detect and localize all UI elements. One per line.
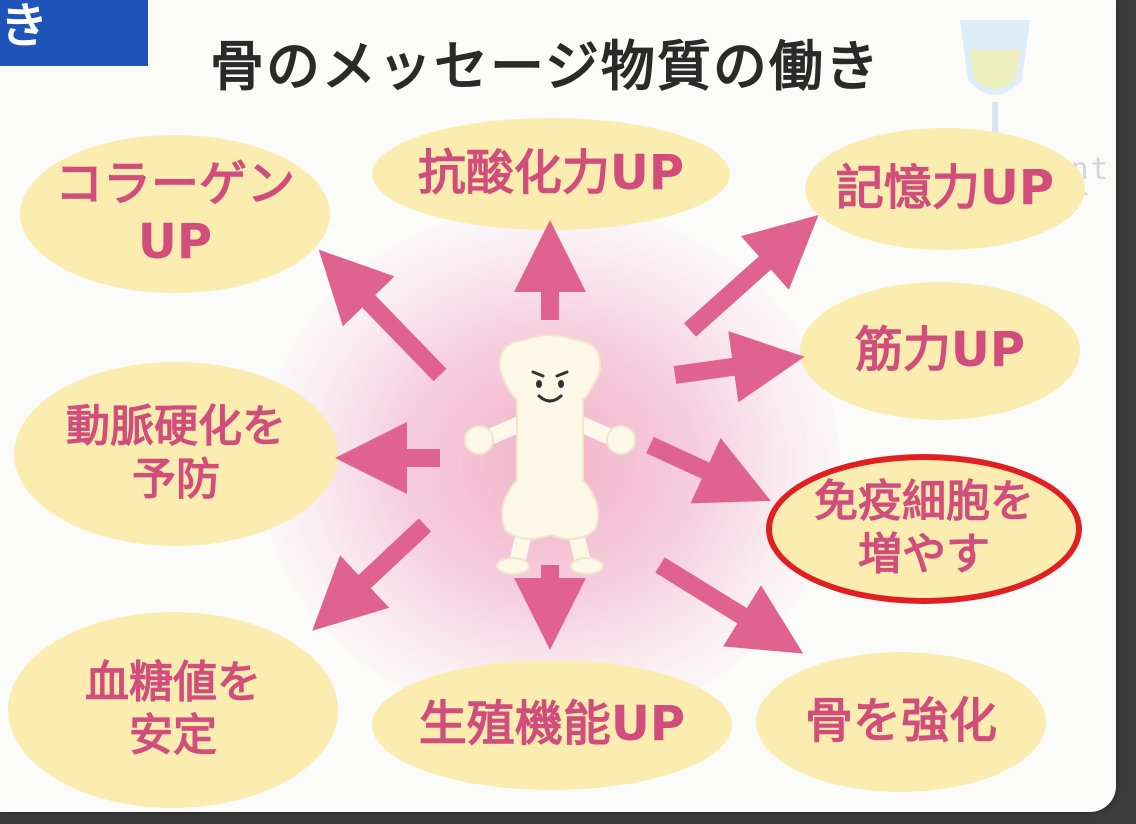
slide-title: 骨のメッセージ物質の働き <box>210 35 881 98</box>
bubble-muscle: 筋力UP <box>800 282 1080 420</box>
section-tab-text: き <box>0 0 49 54</box>
bubble-arteriosclerosis: 動脈硬化を 予防 <box>14 362 338 546</box>
bubble-antioxidant: 抗酸化力UP <box>372 118 730 230</box>
arrow-to-muscle <box>673 331 805 403</box>
arrow-to-bone <box>655 557 804 654</box>
bubble-collagen: コラーゲン UP <box>20 135 330 293</box>
bubble-reproductive-line1: 生殖機能UP <box>418 696 686 753</box>
highlight-ring <box>766 454 1082 604</box>
bubble-memory: 記憶力UP <box>805 128 1085 250</box>
bubble-bloodsugar: 血糖値を 安定 <box>8 612 338 808</box>
slide-panel: き 骨のメッセージ物質の働き supplement sommelier コラーゲ… <box>0 0 1116 812</box>
arrows-layer <box>312 214 819 654</box>
bubble-arteriosclerosis-line2: 予防 <box>132 454 220 505</box>
bubble-bloodsugar-line2: 安定 <box>129 710 217 761</box>
section-tab: き <box>0 0 148 66</box>
bubble-arteriosclerosis-line1: 動脈硬化を <box>66 401 286 453</box>
arrow-to-collagen <box>318 249 447 382</box>
bubble-antioxidant-line1: 抗酸化力UP <box>417 145 685 202</box>
bubble-reproductive: 生殖機能UP <box>372 660 732 790</box>
bubble-bloodsugar-line1: 血糖値を <box>85 657 261 709</box>
arrow-to-immune <box>646 436 771 504</box>
bone-mascot-icon <box>464 334 636 575</box>
bubble-collagen-line1: コラーゲン <box>54 156 295 213</box>
arrow-to-memory <box>683 214 819 337</box>
bubble-memory-line1: 記憶力UP <box>835 160 1055 217</box>
bubble-collagen-line2: UP <box>137 214 213 270</box>
arrow-to-bloodsugar <box>312 518 432 631</box>
bubble-bone: 骨を強化 <box>756 652 1046 792</box>
wine-glass-watermark-icon <box>960 20 1030 147</box>
bubble-muscle-line1: 筋力UP <box>854 322 1026 379</box>
bubble-bone-line1: 骨を強化 <box>804 693 997 750</box>
